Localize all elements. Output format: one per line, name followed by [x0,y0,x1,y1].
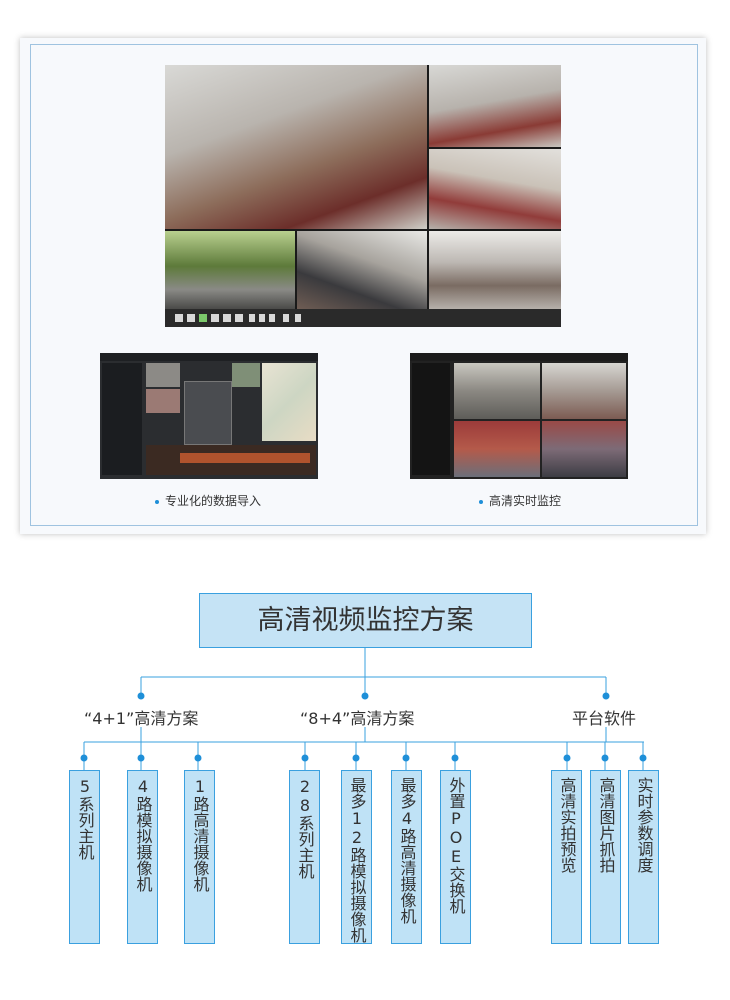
leaf-box: 最多4路高清摄像机 [391,770,422,944]
leaf-box: 实时参数调度 [628,770,659,944]
caption-text: 专业化的数据导入 [165,494,262,508]
import-dialog [184,381,232,445]
layout-16-button[interactable] [235,314,243,322]
leaf-box: 28系列主机 [289,770,320,944]
camera-view-road [165,231,295,309]
leaf-text: 5系列主机 [75,777,95,860]
showcase-frame [30,44,698,526]
leaf-box: 高清实拍预览 [551,770,582,944]
preview-thumb-1 [146,363,180,387]
caption-text: 高清实时监控 [489,494,562,508]
realtime-monitoring-screenshot [410,353,628,479]
camera-view-3 [429,149,561,229]
camera-view-driver [297,231,427,309]
leaf-box: 5系列主机 [69,770,100,944]
camera-view-2 [429,65,561,147]
leaf-box: 高清图片抓拍 [590,770,621,944]
layout-9-button[interactable] [223,314,231,322]
leaf-text: 28系列主机 [295,777,315,879]
category-label-8plus4: “8+4”高清方案 [300,709,415,728]
leaf-text: 实时参数调度 [634,777,654,873]
bullet-dot [479,499,483,504]
camera-view-main [165,65,427,229]
forward-button[interactable] [269,314,275,322]
device-tree-panel [102,363,142,475]
leaf-box: 外置POE交换机 [440,770,471,944]
layout-1-button[interactable] [175,314,183,322]
leaf-box: 4路模拟摄像机 [127,770,158,944]
volume-button[interactable] [283,314,289,322]
leaf-text: 最多4路高清摄像机 [397,777,417,924]
leaf-box: 1路高清摄像机 [184,770,215,944]
camera-view-passengers [542,421,626,477]
rewind-button[interactable] [259,314,265,322]
preview-thumb-3 [232,363,260,387]
playback-toolbar [165,309,561,327]
leaf-text: 高清图片抓拍 [596,777,616,873]
device-tree-panel [412,363,450,475]
prev-button[interactable] [249,314,255,322]
layout-4-button[interactable] [187,314,195,322]
leaf-text: 1路高清摄像机 [190,777,210,892]
window-titlebar [410,353,628,361]
caption-data-import: 专业化的数据导入 [155,492,261,509]
timeline-track [180,453,310,463]
data-import-screenshot [100,353,318,479]
snapshot-button[interactable] [295,314,301,322]
layout-8-button[interactable] [211,314,219,322]
leaf-text: 最多12路模拟摄像机 [347,777,367,943]
preview-thumb-2 [146,389,180,413]
window-titlebar [100,353,318,361]
camera-view-seats [454,421,540,477]
camera-view-road [454,363,540,419]
camera-view-cabin [542,363,626,419]
leaf-text: 外置POE交换机 [446,777,466,914]
camera-view-aisle [429,231,561,309]
category-label-4plus1: “4+1”高清方案 [84,709,199,728]
diagram-title: 高清视频监控方案 [199,593,532,648]
leaf-box: 最多12路模拟摄像机 [341,770,372,944]
leaf-text: 4路模拟摄像机 [133,777,153,892]
bullet-dot [155,499,159,504]
layout-6-button[interactable] [199,314,207,322]
map-panel [262,363,316,441]
category-label-platform: 平台软件 [572,709,637,728]
leaf-text: 高清实拍预览 [557,777,577,873]
monitoring-screenshot-large [165,65,561,327]
caption-realtime-monitoring: 高清实时监控 [479,492,561,509]
